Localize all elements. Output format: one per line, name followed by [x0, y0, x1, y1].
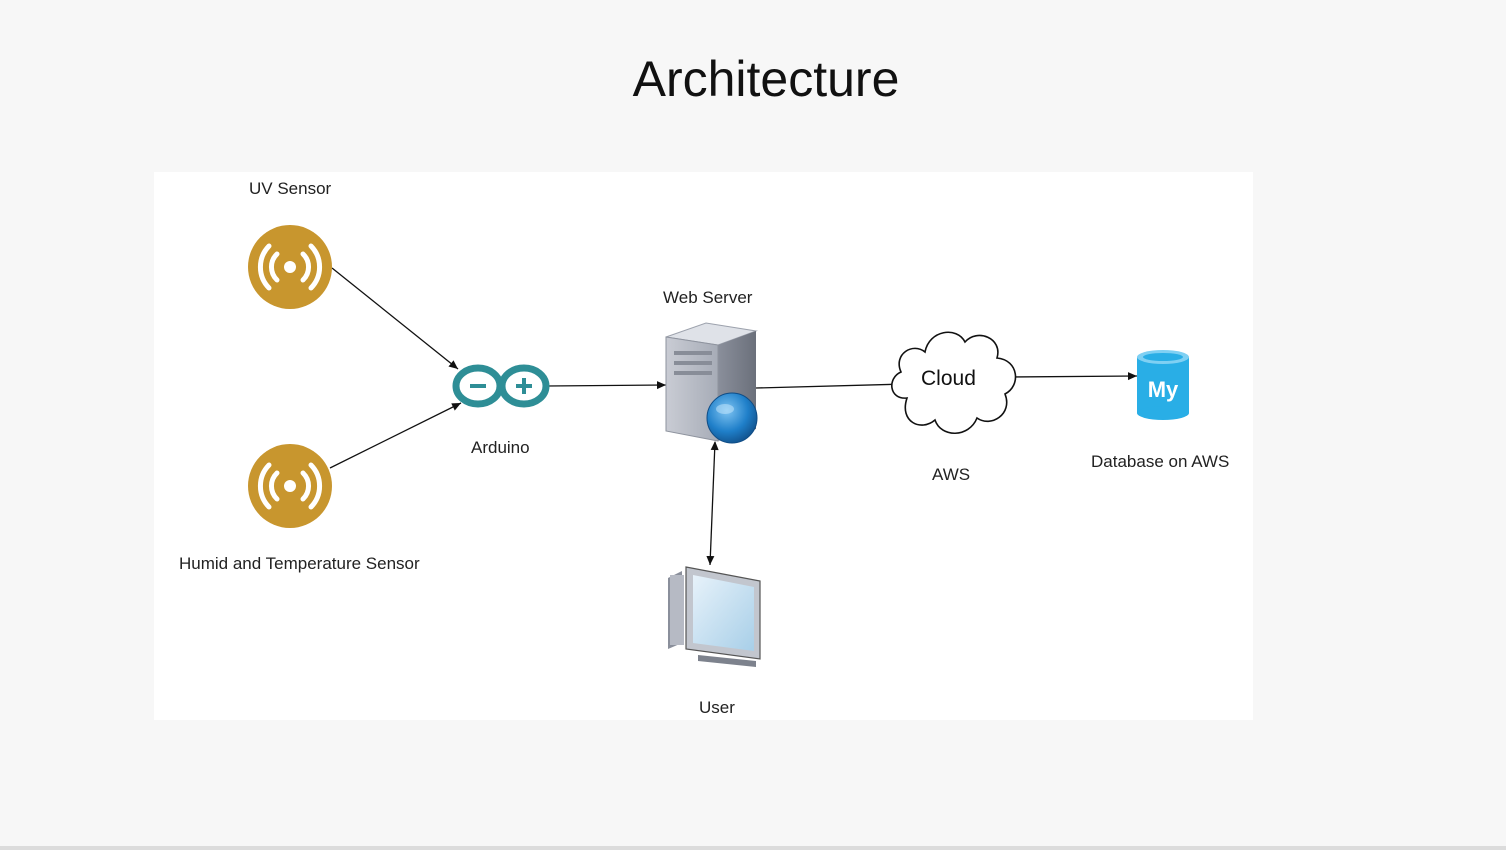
uv-sensor-label: UV Sensor [249, 179, 332, 198]
mysql-database-icon: My [1137, 350, 1189, 420]
cloud-text: Cloud [921, 367, 976, 390]
edge-uv-to-arduino [331, 267, 459, 370]
aws-label: AWS [932, 465, 971, 484]
connectors [329, 267, 1138, 566]
database-label: Database on AWS [1091, 452, 1230, 471]
diagram-canvas: My [248, 225, 1189, 667]
database-badge-text: My [1148, 377, 1179, 402]
server-icon [665, 322, 758, 444]
sensor-icon [248, 444, 332, 528]
computer-icon [668, 566, 761, 667]
web-server-label: Web Server [663, 288, 753, 307]
user-label: User [699, 698, 735, 717]
humid-sensor-label: Humid and Temperature Sensor [179, 554, 420, 573]
edge-humid-to-arduino [329, 402, 462, 469]
architecture-diagram: My UV Sensor Humid and Temperature Senso… [154, 172, 1253, 720]
arduino-icon [452, 364, 550, 408]
edge-server-user-bidirectional [706, 441, 719, 566]
arduino-label: Arduino [471, 438, 530, 457]
edge-arduino-to-server [546, 381, 667, 390]
edge-cloud-to-database [1008, 372, 1138, 381]
sensor-icon [248, 225, 332, 309]
edge-server-to-cloud [755, 380, 907, 389]
slide-title: Architecture [632, 51, 900, 107]
cloud-icon [891, 331, 1017, 434]
